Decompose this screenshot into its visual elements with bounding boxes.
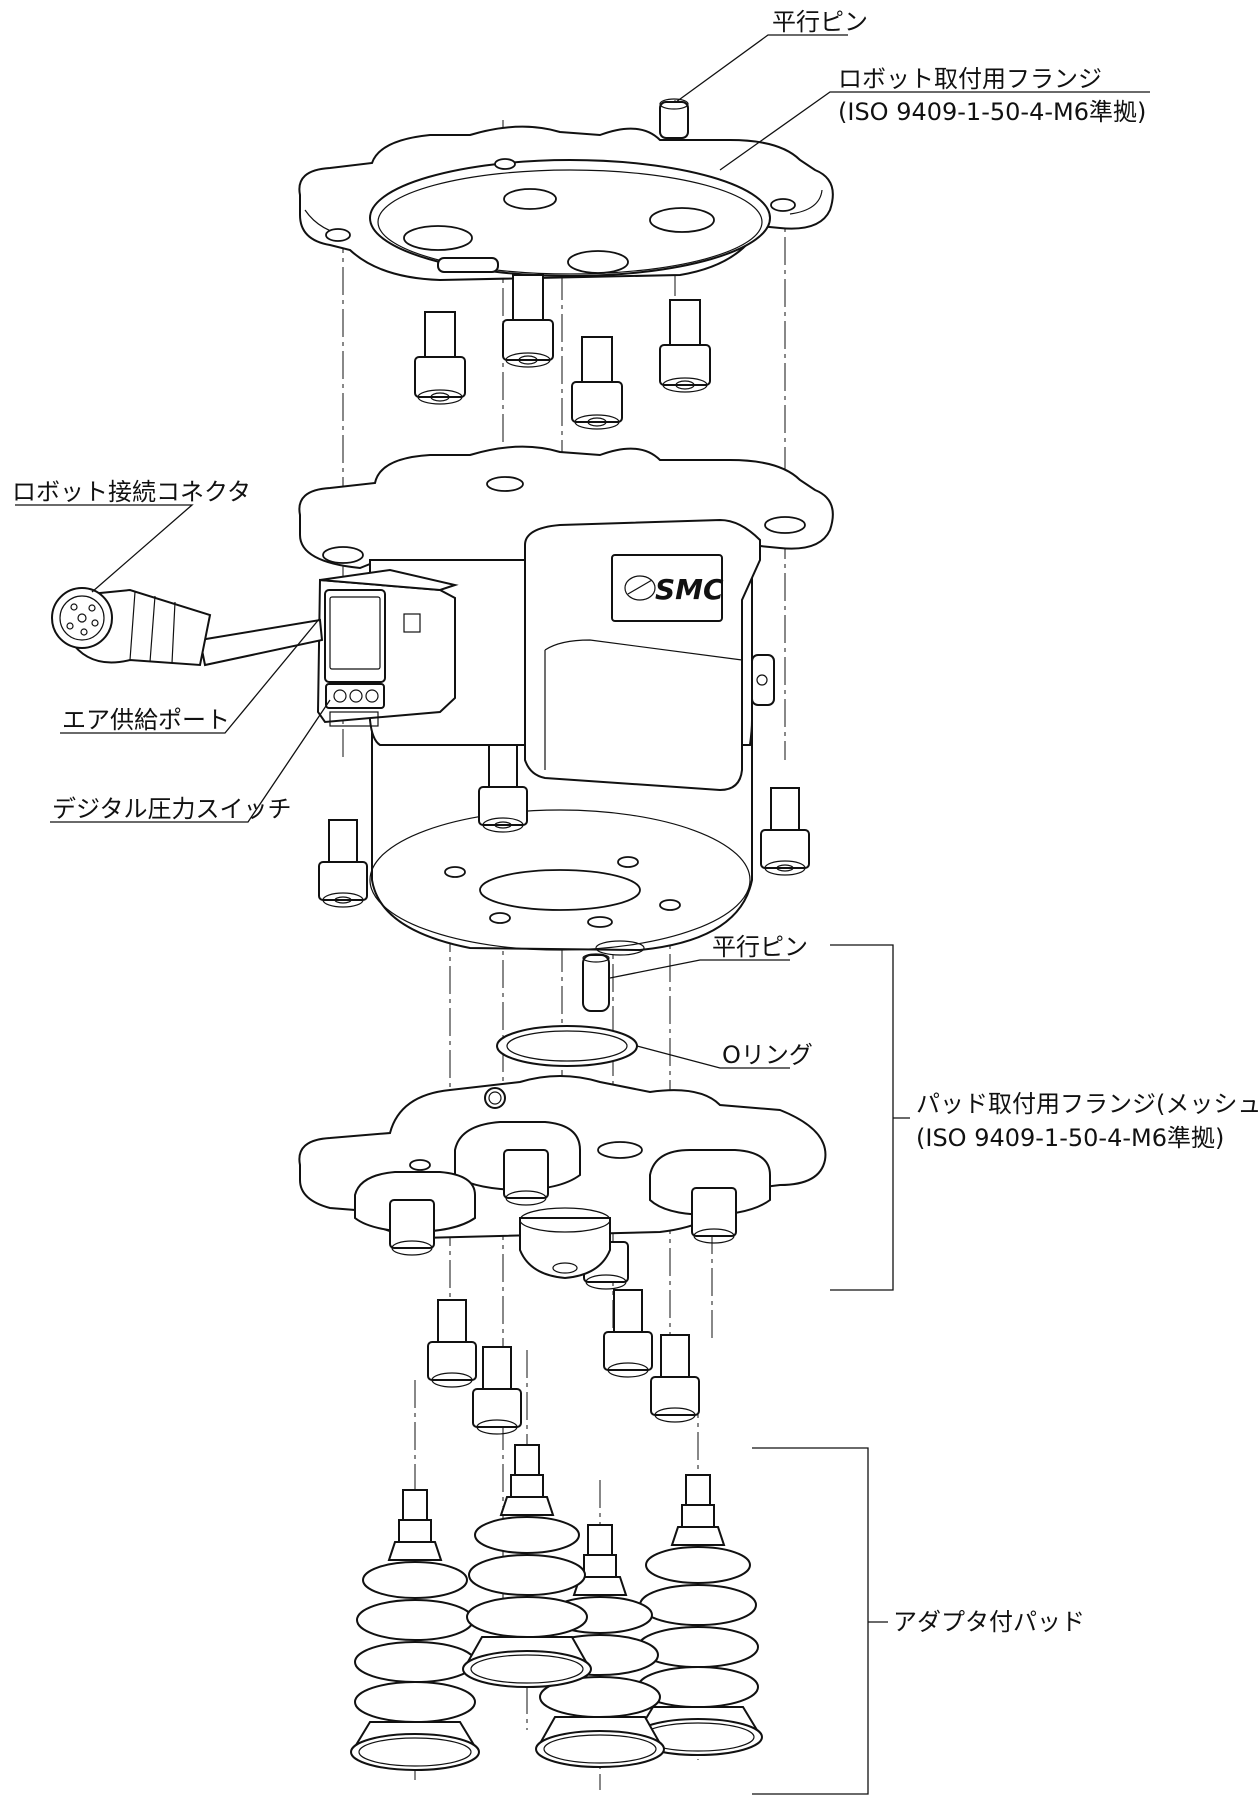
lower-cap-screws [427,1289,700,1435]
robot-mounting-flange [298,98,834,282]
label-o-ring: Oリング [722,1041,813,1069]
parallel-pin-mid [582,940,645,1012]
adapter-pads [350,1444,763,1771]
label-robot-flange-line1: ロボット取付用フランジ [838,65,1102,93]
digital-pressure-switch [316,568,459,727]
body-side-screws [318,744,810,908]
label-adapter-pads: アダプタ付パッド [893,1608,1085,1636]
upper-cap-screws [414,274,711,430]
label-parallel-pin-top: 平行ピン [772,8,868,36]
labels: 平行ピン ロボット取付用フランジ (ISO 9409-1-50-4-M6準拠) … [12,8,1259,1636]
label-robot-connector: ロボット接続コネクタ [12,478,251,506]
robot-connector [51,587,324,667]
label-parallel-pin-mid: 平行ピン [712,933,808,961]
smc-logo-text: SMC [655,573,724,606]
leader-lines [15,34,1150,1795]
label-robot-flange-line2: (ISO 9409-1-50-4-M6準拠) [838,98,1146,126]
label-digital-pressure-switch: デジタル圧力スイッチ [52,795,292,823]
label-air-supply-port: エア供給ポート [62,706,230,734]
label-pad-flange-line2: (ISO 9409-1-50-4-M6準拠) [916,1124,1224,1152]
o-ring [496,1025,638,1067]
pad-flange-fittings [389,1149,737,1290]
pad-mounting-flange [298,1075,827,1240]
cover-with-logo: SMC [524,518,775,792]
label-pad-flange-line1: パッド取付用フランジ(メッシュ付) [916,1090,1259,1118]
